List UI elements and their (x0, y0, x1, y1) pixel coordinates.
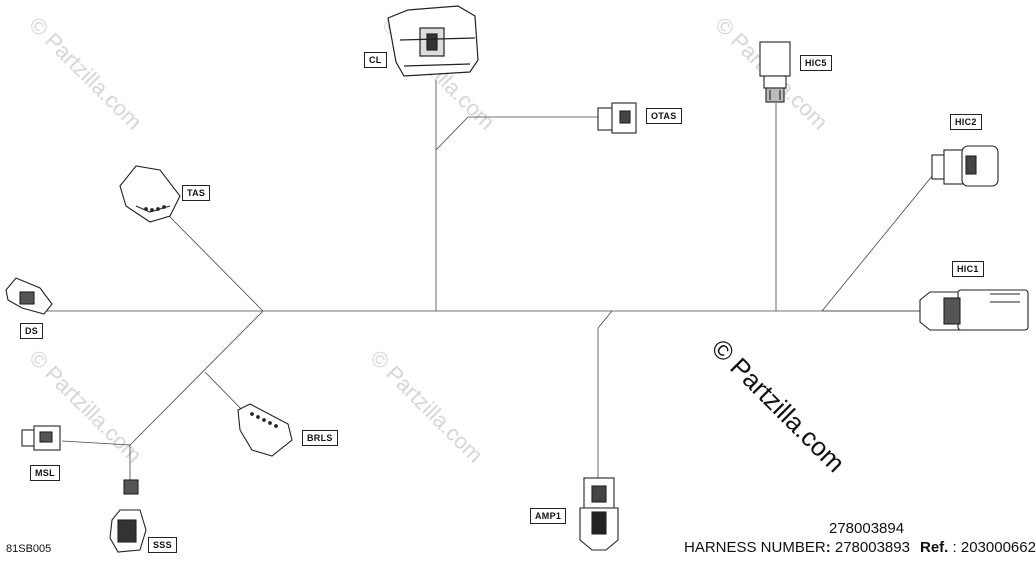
hic2-connector (931, 145, 999, 187)
label-sss: SSS (148, 537, 177, 553)
ref-number: 203000662 (960, 539, 1036, 556)
ds-connector (5, 277, 53, 315)
brls-connector (237, 403, 293, 457)
ref-line: Ref. : 203000662 (920, 539, 1036, 556)
label-ds: DS (20, 323, 44, 339)
label-otas: OTAS (646, 108, 682, 124)
harness-number-label: HARNESS NUMBER (684, 539, 826, 556)
label-brls: BRLS (302, 430, 338, 446)
otas-connector (597, 102, 637, 134)
hic1-connector (919, 289, 1029, 331)
amp1-connector (579, 477, 619, 551)
harness-number-2: 278003893 (834, 539, 910, 556)
harness-number-1: 278003894 (829, 520, 905, 537)
label-cl: CL (364, 52, 387, 68)
msl-connector (21, 425, 61, 451)
label-msl: MSL (30, 465, 60, 481)
hic5-connector (759, 41, 791, 103)
label-tas: TAS (182, 185, 211, 201)
tas-connector (119, 165, 181, 223)
diagram-code: 81SB005 (6, 543, 52, 555)
label-amp1: AMP1 (530, 508, 567, 524)
label-hic2: HIC2 (950, 114, 982, 130)
sss-connector (109, 479, 147, 553)
label-hic1: HIC1 (952, 261, 984, 277)
cl-connector (387, 5, 479, 77)
label-hic5: HIC5 (800, 55, 832, 71)
harness-number-line: HARNESS NUMBER: 278003893 (684, 539, 910, 556)
ref-label: Ref. (920, 539, 949, 556)
